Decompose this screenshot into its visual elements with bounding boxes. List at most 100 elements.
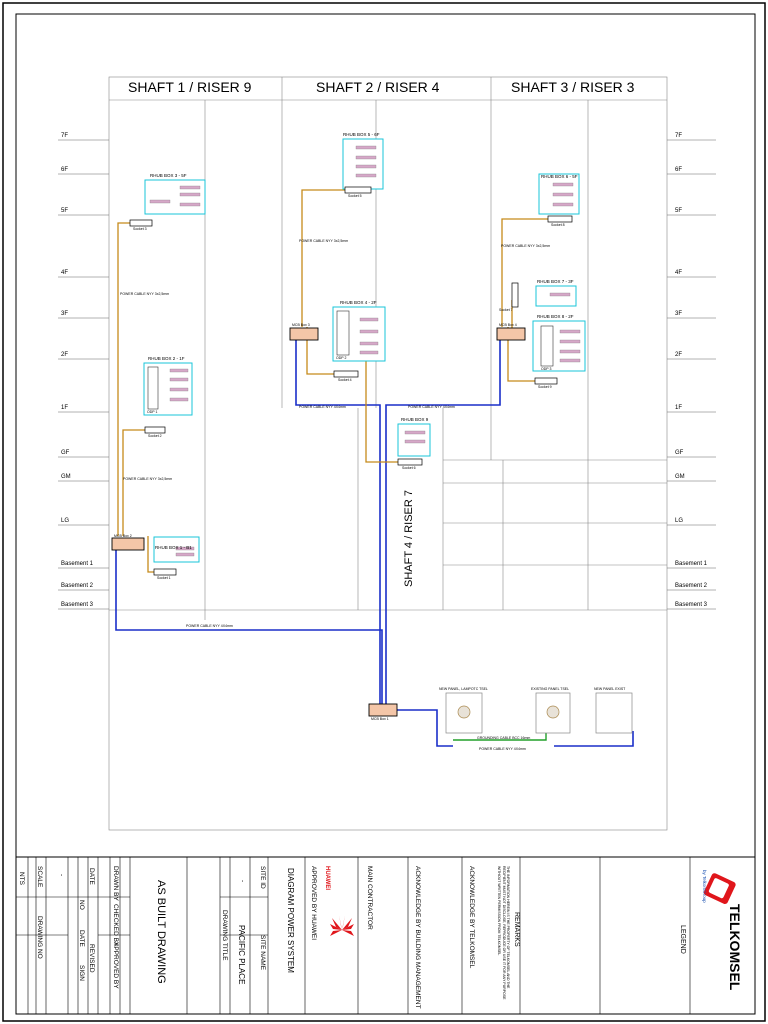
remarks-label: REMARKS <box>513 912 520 947</box>
sheet-inner-border <box>15 13 756 1015</box>
odp-label: ODP 1 <box>147 410 158 414</box>
mcb-label: MCB Box 2 <box>114 534 132 538</box>
legend-label: LEGEND <box>679 925 686 954</box>
sign-label: SIGN <box>78 965 85 981</box>
socket-label: Socket 3 <box>133 227 147 231</box>
remarks-text: THE INFORMATION HEREIN IS THE PROPERTY O… <box>497 866 510 1000</box>
shaft-4-title: SHAFT 4 / RISER 7 <box>403 490 415 587</box>
floor-label-left: 2F <box>61 352 69 358</box>
ack-telkomsel-label: ACKNOWLEDGE BY TELKOMSEL <box>468 866 475 969</box>
socket-label: Socket 4 <box>338 378 352 382</box>
mcb-label: MCB Box 3 <box>292 323 310 327</box>
cable-label: POWER CABLE NYY 3x2,5mm <box>299 239 349 243</box>
socket-label: Socket 7 <box>499 308 513 312</box>
cable-label: POWER CABLE NYY 3x2,5mm <box>501 244 551 248</box>
floor-label-right: 2F <box>675 352 683 358</box>
floor-label-right: Basement 1 <box>675 561 708 567</box>
rhub-box-label: RHUB BOX 3 - 5F <box>150 173 187 178</box>
rhub-box-label: RHUB BOX 2 - 1F <box>148 356 185 361</box>
shaft-2-title: SHAFT 2 / RISER 4 <box>316 79 440 95</box>
rhub-box-label: RHUB BOX 4 - 2F <box>340 300 377 305</box>
telkomsel-logo-icon <box>703 873 736 904</box>
floor-label-right: 6F <box>675 167 683 173</box>
rhub-box-label: RHUB BOX 7 - 3F <box>537 279 574 284</box>
socket-label: Socket 5 <box>348 194 362 198</box>
cable-label: POWER CABLE NYY 4X4mm <box>479 747 526 751</box>
telkomsel-logo-text: TELKOMSEL <box>727 904 743 991</box>
floor-label-left: GM <box>61 474 71 480</box>
ack-building-label: ACKNOWLEDGE BY BUILDING MANAGEMENT <box>414 866 421 1009</box>
approved-huawei-label: APPROVED BY HUAWEI <box>310 866 317 941</box>
rhub-box-label: RHUB BOX 6 - 5F <box>541 174 578 179</box>
drawn-by-label: DRAWN BY <box>112 866 119 901</box>
floor-label-right: 3F <box>675 311 683 317</box>
rhub-box-label: RHUB BOX 5 - 6F <box>343 132 380 137</box>
socket-label: Socket 9 <box>538 385 552 389</box>
scale-value: NTS <box>18 872 25 885</box>
odp-racks <box>147 310 554 410</box>
floor-lines <box>58 139 716 610</box>
title-block-grid <box>16 857 691 1014</box>
mcb-label: MCB Box 1 <box>371 717 389 721</box>
cable-label: GROUNDING CABLE BCC 16mm <box>477 736 531 740</box>
drawing-title-label: DRAWING TITLE <box>221 910 228 961</box>
floor-label-left: 3F <box>61 311 69 317</box>
floor-label-left: Basement 1 <box>61 561 94 567</box>
drawing-no-label: DRAWING NO <box>36 916 43 959</box>
site-id-label: SITE ID <box>259 866 266 889</box>
revised-label: REVISED <box>88 944 95 973</box>
no-label: NO <box>78 900 85 910</box>
main-contractor-label: MAIN CONTRACTOR <box>366 866 373 930</box>
floor-label-right: GM <box>675 474 685 480</box>
mcb-boxes <box>111 327 526 717</box>
socket-label: Socket 8 <box>551 223 565 227</box>
electrical-panels <box>445 692 633 734</box>
cable-label: POWER CABLE NYY 3x2,5mm <box>120 292 170 296</box>
shaft-1-title: SHAFT 1 / RISER 9 <box>128 79 252 95</box>
site-name-value: PACIFIC PLACE <box>237 925 246 985</box>
huawei-logo-icon <box>330 915 354 936</box>
socket-label: Socket 1 <box>157 576 171 580</box>
nyy-2-5mm-cables <box>117 189 548 573</box>
floor-label-right: Basement 3 <box>675 602 708 608</box>
date-label: DATE <box>88 868 95 885</box>
odp-label: ODP 3 <box>541 367 552 371</box>
site-id-value: - <box>239 880 246 883</box>
scale-label: SCALE <box>36 866 43 888</box>
rhub-box-label: RHUB BOX 8 - 2F <box>537 314 574 319</box>
cable-label: POWER CABLE NYY 4X4mm <box>299 405 346 409</box>
cable-label: POWER CABLE NYY 4X4mm <box>408 405 455 409</box>
panel-label: NEW PANEL, LAMPOTC TSEL <box>439 687 488 691</box>
floor-label-left: 1F <box>61 405 69 411</box>
floor-label-left: 7F <box>61 133 69 139</box>
telkomsel-sub-text: by TelkomGroup <box>702 870 707 903</box>
shaft-3-title: SHAFT 3 / RISER 3 <box>511 79 635 95</box>
floor-label-right: 4F <box>675 270 683 276</box>
sockets <box>129 186 573 576</box>
panel-label: NEW PANEL EXIST <box>594 687 626 691</box>
floor-label-right: GF <box>675 450 684 456</box>
floor-label-left: Basement 2 <box>61 583 94 589</box>
checked-by-label: CHECKED BY <box>112 904 119 947</box>
floor-label-right: LG <box>675 518 684 524</box>
cable-label: POWER CABLE NYY 4X4mm <box>186 624 233 628</box>
floor-label-left: GF <box>61 450 70 456</box>
socket-label: Socket 6 <box>402 466 416 470</box>
floor-label-right: 7F <box>675 133 683 139</box>
panel-faces <box>457 705 560 719</box>
rhub-box-label: RHUB BOX 9 <box>401 417 429 422</box>
panel-label: EXISTING PANEL TSEL <box>531 687 570 691</box>
mcb-label: MCB Box 4 <box>499 323 517 327</box>
grounding-cable <box>453 733 547 741</box>
socket-label: Socket 2 <box>148 434 162 438</box>
diagram-title: DIAGRAM POWER SYSTEM <box>286 868 295 973</box>
rhub-modules <box>149 145 581 557</box>
cable-label: POWER CABLE NYY 3x2,5mm <box>123 477 173 481</box>
site-name-label: SITE NAME <box>259 935 266 971</box>
floor-label-right: 1F <box>675 405 683 411</box>
approved-by-label: APPROVED BY <box>112 942 119 989</box>
rhub-box-label: RHUB BOX 1 - B1 <box>155 545 192 550</box>
floor-label-left: 6F <box>61 167 69 173</box>
date-value: - <box>58 874 65 877</box>
